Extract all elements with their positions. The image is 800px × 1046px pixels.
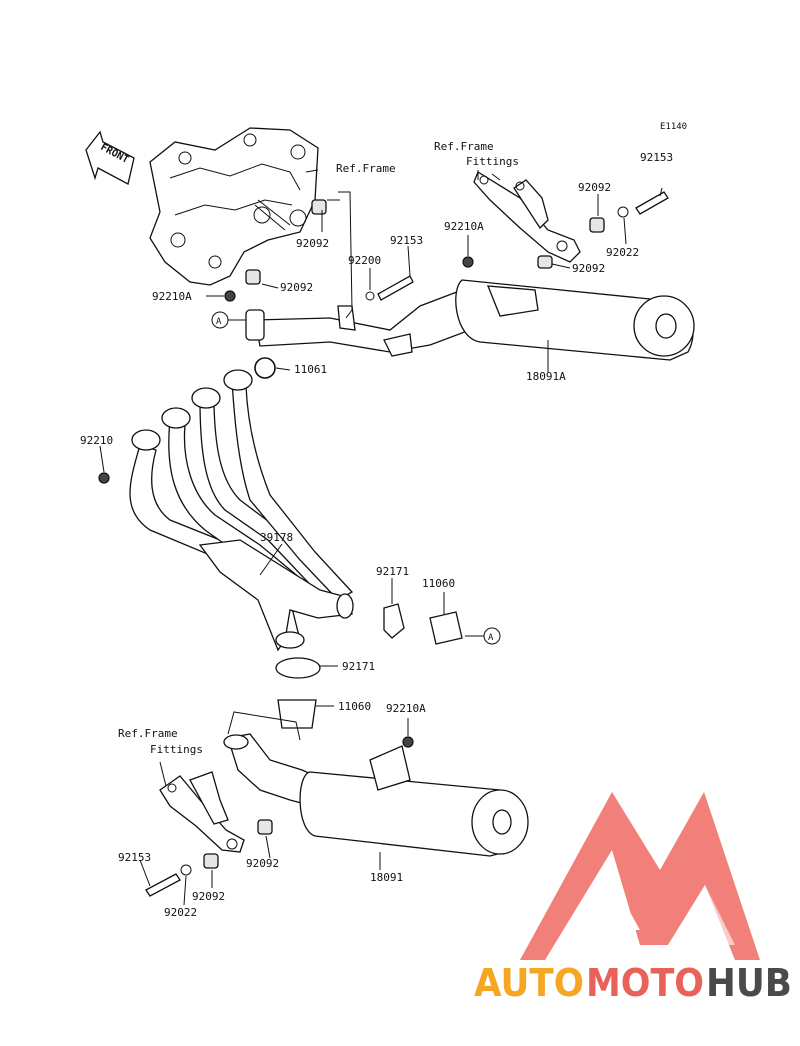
label-92153-top: 92153 (640, 151, 673, 164)
label-92092-top-right: 92092 (578, 181, 611, 194)
label-92171-mid: 92171 (342, 660, 375, 673)
label-92092-frame: 92092 (296, 237, 329, 250)
muffler-18091 (223, 733, 529, 857)
washer-92200 (365, 291, 375, 301)
collar-92092-b (245, 269, 261, 285)
collar-92092-bottom (257, 819, 273, 835)
label-ref-frame-fittings-top-1: Ref.Frame (434, 140, 494, 153)
label-ref-frame-top: Ref.Frame (336, 162, 396, 175)
header-pipe-39178 (129, 369, 354, 652)
label-11060-right: 11060 (422, 577, 455, 590)
watermark-text: AUTO MOTO HUB (474, 961, 792, 1005)
gasket-11061 (254, 357, 276, 379)
collar-92092-top-right (589, 217, 605, 233)
label-92210A-left: 92210A (152, 290, 192, 303)
label-92022-top: 92022 (606, 246, 639, 259)
frame-part (149, 127, 319, 286)
label-92210A-top: 92210A (444, 220, 484, 233)
frame-fittings-top (473, 171, 581, 263)
watermark-moto: MOTO (586, 961, 704, 1005)
label-92153-bottom: 92153 (118, 851, 151, 864)
nut-92210 (98, 472, 110, 484)
label-92171-right: 92171 (376, 565, 409, 578)
label-92153-mid: 92153 (390, 234, 423, 247)
washer-92022-top (617, 206, 629, 218)
watermark-auto: AUTO (474, 961, 584, 1005)
label-11060-mid: 11060 (338, 700, 371, 713)
label-ref-frame-fittings-bottom-2: Fittings (150, 743, 203, 756)
nut-92210A-bottom (402, 736, 414, 748)
label-92092-bottom2: 92092 (192, 890, 225, 903)
bolt-92153-bottom (145, 873, 181, 897)
collar-92092-top-right2 (537, 255, 553, 269)
leader-lines (99, 169, 663, 906)
label-92210A-bottom: 92210A (386, 702, 426, 715)
label-18091: 18091 (370, 871, 403, 884)
washer-92022-bottom (180, 864, 192, 876)
label-92022-bottom: 92022 (164, 906, 197, 919)
muffler-18091A (245, 279, 695, 361)
bolt-92153-mid (377, 275, 414, 301)
clamp-92171-mid (275, 657, 321, 679)
clamp-92171-right (383, 603, 405, 639)
nut-92210A-top (462, 256, 474, 268)
label-92092-frame2: 92092 (280, 281, 313, 294)
part-labels: E1140 Ref.Frame Ref.Frame Fittings 92153… (80, 122, 687, 919)
gasket-11060-right (429, 611, 463, 645)
diagram-code: E1140 (660, 122, 687, 132)
front-arrow-icon: FRONT (85, 130, 135, 185)
label-ref-frame-fittings-bottom-1: Ref.Frame (118, 727, 178, 740)
label-92092-top-right2: 92092 (572, 262, 605, 275)
label-18091A: 18091A (526, 370, 566, 383)
label-ref-frame-fittings-top-2: Fittings (466, 155, 519, 168)
gasket-11060-mid (277, 699, 317, 729)
collar-92092-a (311, 199, 327, 215)
label-92200: 92200 (348, 254, 381, 267)
watermark-logo (520, 792, 760, 960)
label-92092-bottom: 92092 (246, 857, 279, 870)
label-ref-a-1: A (216, 317, 222, 327)
label-ref-a-2: A (488, 633, 494, 643)
nut-92210A-left (224, 290, 236, 302)
label-11061: 11061 (294, 363, 327, 376)
label-39178: 39178 (260, 531, 293, 544)
collar-92092-bottom2 (203, 853, 219, 869)
label-92210: 92210 (80, 434, 113, 447)
watermark-hub: HUB (706, 961, 792, 1005)
bolt-92153-top (635, 191, 669, 215)
frame-fittings-bottom (159, 771, 245, 853)
